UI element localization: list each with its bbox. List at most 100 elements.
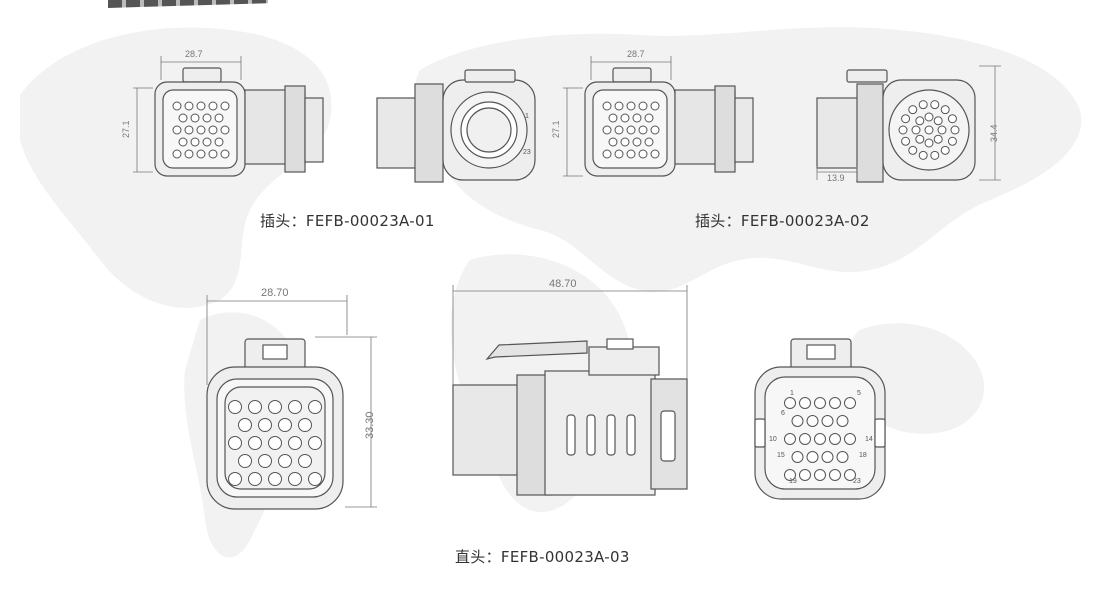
pin-hole xyxy=(228,400,242,414)
connector-02-caption: 插头：FEFB-00023A-02 xyxy=(695,212,870,230)
connector-02-width-dimension xyxy=(590,56,672,80)
pin-hole xyxy=(308,400,322,414)
connector-03-pin-label-5: 5 xyxy=(857,390,861,397)
pin-hole xyxy=(626,101,636,111)
pin-hole xyxy=(784,469,796,481)
pin-hole xyxy=(930,100,940,110)
pin-hole xyxy=(614,125,624,135)
pin-hole xyxy=(844,469,856,481)
pin-hole xyxy=(806,415,819,427)
pin-hole xyxy=(901,136,911,146)
pin-hole xyxy=(178,113,188,123)
connector-02-round-pin-face xyxy=(898,100,960,160)
connector-03-pin-label-18: 18 xyxy=(859,452,867,459)
pin-hole xyxy=(924,112,934,122)
connector-02-side-view xyxy=(816,69,976,183)
pin-hole xyxy=(626,125,636,135)
connector-03-front-pin-grid xyxy=(228,400,322,486)
pin-hole xyxy=(308,436,322,450)
pin-hole xyxy=(202,137,212,147)
connector-01-caption: 插头：FEFB-00023A-01 xyxy=(260,212,435,230)
pin-hole xyxy=(821,415,834,427)
connector-02-side-height-label: 34.4 xyxy=(989,124,999,142)
pin-hole xyxy=(184,101,194,111)
pin-hole xyxy=(638,125,648,135)
pin-hole xyxy=(228,436,242,450)
pin-hole xyxy=(924,125,934,135)
pin-hole xyxy=(608,113,618,123)
pin-hole xyxy=(844,397,856,409)
pin-hole xyxy=(650,101,660,111)
pin-hole xyxy=(268,472,282,486)
pin-hole xyxy=(196,149,206,159)
pin-hole xyxy=(620,113,630,123)
pin-hole xyxy=(836,451,849,463)
connector-01-height-dimension xyxy=(133,87,153,173)
pin-hole xyxy=(238,418,252,432)
pin-hole xyxy=(248,472,262,486)
pin-hole xyxy=(799,433,811,445)
pin-hole xyxy=(632,113,642,123)
pin-hole xyxy=(172,101,182,111)
pin-hole xyxy=(238,454,252,468)
connector-03-drawings: 28.70 33.30 48.70 xyxy=(195,275,915,519)
pin-hole xyxy=(784,397,796,409)
connector-03-height-dimension xyxy=(315,336,377,508)
connector-02-width-label: 28.7 xyxy=(627,49,645,59)
pin-hole xyxy=(220,101,230,111)
connector-03-caption: 直头：FEFB-00023A-03 xyxy=(455,548,630,566)
pin-hole xyxy=(650,125,660,135)
connector-01-front-view xyxy=(154,67,324,177)
pin-hole xyxy=(258,418,272,432)
connector-03-width-dimension xyxy=(206,295,348,385)
connector-01-pin-grid xyxy=(172,101,230,159)
pin-hole xyxy=(644,137,654,147)
pin-hole xyxy=(608,137,618,147)
pin-hole xyxy=(632,137,642,147)
pin-hole xyxy=(626,149,636,159)
pin-hole xyxy=(829,397,841,409)
connector-02-front-view xyxy=(584,67,754,177)
pin-hole xyxy=(933,134,943,144)
pin-hole xyxy=(214,113,224,123)
connector-03-side-view xyxy=(452,338,688,496)
pin-hole xyxy=(918,150,928,160)
connector-01-rear-view xyxy=(376,69,536,183)
pin-hole xyxy=(228,472,242,486)
pin-hole xyxy=(202,113,212,123)
pin-hole xyxy=(602,149,612,159)
connector-01-drawings: 28.7 27.1 1 23 xyxy=(121,40,555,204)
connector-02-height-dimension xyxy=(563,87,583,177)
pin-hole xyxy=(940,105,950,115)
pin-hole xyxy=(278,418,292,432)
pin-hole xyxy=(784,433,796,445)
pin-hole xyxy=(930,150,940,160)
pin-hole xyxy=(918,100,928,110)
pin-hole xyxy=(901,114,911,124)
pin-hole xyxy=(288,436,302,450)
pin-hole xyxy=(614,149,624,159)
pin-hole xyxy=(308,472,322,486)
connector-03-pin-label-23: 23 xyxy=(853,478,861,485)
connector-02-height-label: 27.1 xyxy=(551,120,561,138)
pin-hole xyxy=(937,125,947,135)
pin-hole xyxy=(214,137,224,147)
pin-hole xyxy=(190,137,200,147)
connector-02-side-height-dimension xyxy=(979,65,1001,181)
connector-03-width-label: 28.70 xyxy=(261,287,289,299)
pin-hole xyxy=(602,125,612,135)
connector-03-rear-pin-grid xyxy=(784,397,856,481)
pin-hole xyxy=(933,116,943,126)
connector-02-depth-label: 13.9 xyxy=(827,173,845,183)
pin-hole xyxy=(288,400,302,414)
pin-hole xyxy=(620,137,630,147)
pin-hole xyxy=(220,125,230,135)
pin-hole xyxy=(915,134,925,144)
connector-03-length-dimension xyxy=(452,285,688,385)
pin-hole xyxy=(814,433,826,445)
pin-hole xyxy=(911,125,921,135)
pin-hole xyxy=(791,415,804,427)
pin-hole xyxy=(196,101,206,111)
pin-hole xyxy=(172,149,182,159)
connector-03-length-label: 48.70 xyxy=(549,278,577,290)
